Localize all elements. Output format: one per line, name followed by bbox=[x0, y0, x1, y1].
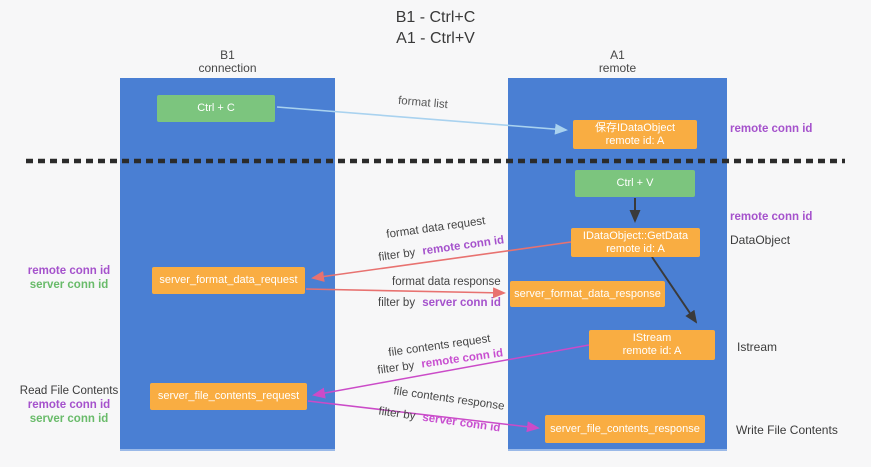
read-file-contents-label: Read File Contents bbox=[19, 385, 119, 397]
server-format-data-request-node: server_format_data_request bbox=[152, 267, 305, 294]
server-file-contents-request-label: server_file_contents_request bbox=[157, 390, 300, 402]
store-idataobject-line1: 保存IDataObject bbox=[594, 121, 676, 134]
server-file-contents-response-node: server_file_contents_response bbox=[545, 415, 705, 443]
remote-conn-id-filter-value-1: remote conn id bbox=[421, 234, 505, 258]
ctrl-c-label: Ctrl + C bbox=[197, 102, 235, 114]
server-conn-id-filter-value-1: server conn id bbox=[422, 297, 501, 309]
server-file-contents-response-label: server_file_contents_response bbox=[550, 422, 700, 435]
istream-line2: remote id: A bbox=[622, 345, 682, 357]
idataobject-getdata-node: IDataObject::GetData remote id: A bbox=[571, 228, 700, 257]
store-idataobject-node: 保存IDataObject remote id: A bbox=[573, 120, 697, 149]
diagram-title: B1 - Ctrl+C A1 - Ctrl+V bbox=[0, 7, 871, 49]
right-column-name: A1 bbox=[610, 48, 625, 62]
istream-node: IStream remote id: A bbox=[589, 330, 715, 360]
server-format-data-response-label: server_format_data_response bbox=[514, 287, 661, 300]
ctrl-v-node: Ctrl + V bbox=[575, 170, 695, 197]
left-column-header: B1 connection bbox=[120, 49, 335, 75]
format-data-request-label: format data request bbox=[385, 215, 487, 241]
server-format-data-response-node: server_format_data_response bbox=[510, 281, 665, 307]
dataobject-label: DataObject bbox=[730, 233, 791, 247]
write-file-contents-label: Write File Contents bbox=[736, 423, 838, 437]
right-remote-conn-id-top-label: remote conn id bbox=[730, 123, 813, 135]
ctrl-c-node: Ctrl + C bbox=[157, 95, 275, 122]
server-format-data-request-label: server_format_data_request bbox=[159, 274, 298, 286]
title-line-2: A1 - Ctrl+V bbox=[396, 30, 475, 47]
filter-by-text: filter by bbox=[376, 359, 419, 377]
getdata-line2: remote id: A bbox=[606, 242, 665, 255]
file-contents-response-label: file contents response bbox=[392, 385, 506, 413]
left-remote-conn-id-1: remote conn id bbox=[27, 265, 111, 277]
getdata-line1: IDataObject::GetData bbox=[582, 229, 689, 242]
format-list-label: format list bbox=[397, 94, 449, 112]
left-server-conn-id-2: server conn id bbox=[29, 413, 109, 425]
right-column-header: A1 remote bbox=[508, 49, 727, 75]
left-column-name: B1 bbox=[220, 48, 235, 62]
left-conn-id-labels-top: remote conn id server conn id bbox=[18, 264, 120, 292]
istream-side-label: Istream bbox=[737, 340, 778, 354]
istream-line1: IStream bbox=[632, 332, 672, 344]
left-server-conn-id-1: server conn id bbox=[29, 279, 109, 291]
ctrl-v-label: Ctrl + V bbox=[616, 177, 654, 189]
store-idataobject-line2: remote id: A bbox=[605, 134, 665, 147]
filter-by-text: filter by bbox=[378, 297, 419, 309]
left-conn-id-labels-bottom: Read File Contents remote conn id server… bbox=[18, 384, 120, 426]
right-remote-conn-id-mid-label: remote conn id bbox=[730, 211, 813, 223]
filter-by-server-conn-id-label-1: filter by server conn id bbox=[378, 297, 501, 309]
left-column-role: connection bbox=[198, 61, 257, 75]
format-data-response-arrow bbox=[305, 287, 506, 299]
server-conn-id-filter-value-2: server conn id bbox=[421, 411, 502, 435]
server-file-contents-request-node: server_file_contents_request bbox=[150, 383, 307, 410]
filter-by-text: filter by bbox=[377, 405, 420, 423]
title-line-1: B1 - Ctrl+C bbox=[395, 9, 476, 26]
format-data-response-label: format data response bbox=[392, 276, 501, 288]
right-column-role: remote bbox=[598, 61, 637, 75]
left-remote-conn-id-2: remote conn id bbox=[27, 399, 111, 411]
filter-by-text: filter by bbox=[377, 246, 420, 264]
